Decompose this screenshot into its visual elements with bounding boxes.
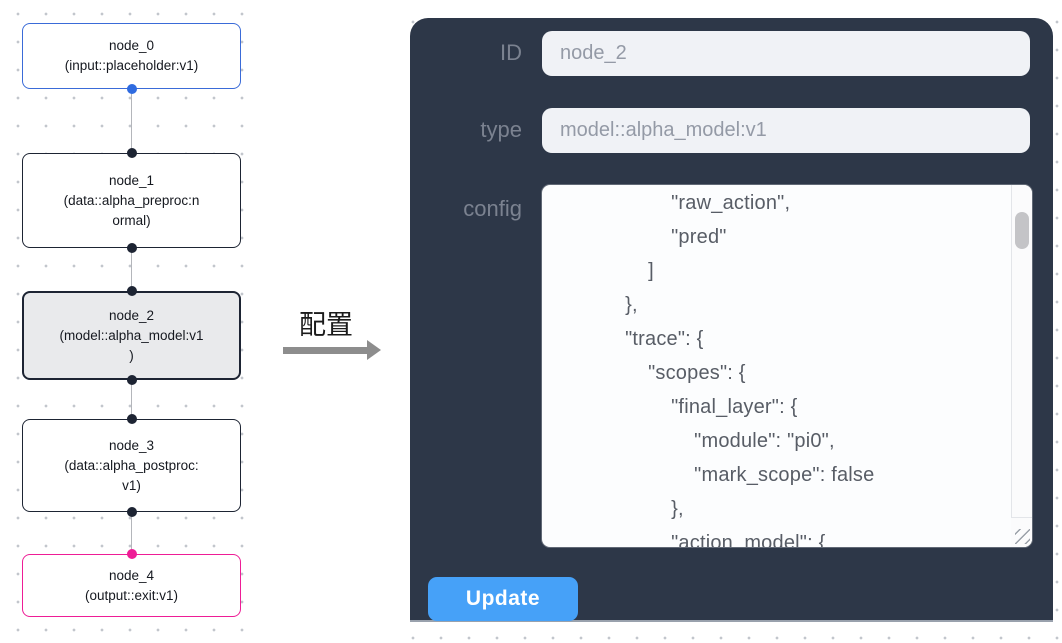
type-input[interactable]: [542, 108, 1030, 153]
handle-node2-out[interactable]: [127, 375, 137, 385]
node-type-line: v1): [122, 477, 141, 493]
handle-node0-out[interactable]: [127, 84, 137, 94]
node-type-line: (data::alpha_postproc:: [64, 457, 199, 473]
update-button[interactable]: Update: [428, 577, 578, 621]
node-type-line: ormal): [112, 212, 151, 228]
edge-node3-node4: [130, 512, 132, 554]
handle-node3-in[interactable]: [127, 414, 137, 424]
edge-node2-node3: [130, 380, 132, 419]
config-field-label: config: [463, 196, 522, 221]
config-json-text[interactable]: "raw_action", "pred" ] }, "trace": { "sc…: [625, 192, 875, 547]
id-input[interactable]: [542, 31, 1030, 76]
resize-grip-icon[interactable]: [1015, 529, 1030, 544]
node-node_2[interactable]: node_2 (model::alpha_model:v1 ): [22, 291, 241, 380]
node-node_0[interactable]: node_0 (input::placeholder:v1): [22, 23, 241, 89]
handle-node1-out[interactable]: [127, 243, 137, 253]
arrow-head: [367, 340, 381, 360]
node-title: node_2: [108, 307, 155, 323]
node-type-line: (output::exit:v1): [84, 587, 179, 603]
node-title: node_3: [108, 437, 155, 453]
config-textarea[interactable]: "raw_action", "pred" ] }, "trace": { "sc…: [542, 185, 1032, 547]
type-field-label: type: [480, 117, 522, 142]
handle-node1-in[interactable]: [127, 148, 137, 158]
edge-node1-node2: [130, 248, 132, 291]
node-node_1[interactable]: node_1 (data::alpha_preproc:n ormal): [22, 153, 241, 248]
node-type-line: (input::placeholder:v1): [64, 58, 199, 73]
node-title: node_4: [108, 567, 155, 583]
edge-node0-node1: [130, 89, 132, 153]
node-config-panel: ID type config "raw_action", "pred" ] },…: [410, 18, 1053, 622]
node-node_3[interactable]: node_3 (data::alpha_postproc: v1): [22, 419, 241, 512]
node-type-line: (model::alpha_model:v1: [59, 327, 204, 343]
node-title: node_1: [108, 172, 155, 188]
handle-node2-in[interactable]: [127, 286, 137, 296]
node-title: node_0: [108, 38, 155, 53]
id-field-label: ID: [500, 40, 522, 65]
flow-canvas[interactable]: node_0 (input::placeholder:v1) node_1 (d…: [0, 0, 266, 643]
node-node_4[interactable]: node_4 (output::exit:v1): [22, 554, 241, 617]
config-scrollbar-thumb[interactable]: [1014, 212, 1029, 249]
node-type-line: ): [129, 347, 134, 363]
arrow-shaft: [283, 347, 369, 354]
node-type-line: (data::alpha_preproc:n: [63, 192, 200, 208]
config-scrollbar-track[interactable]: [1011, 185, 1032, 547]
config-annotation-label: 配置: [299, 310, 353, 340]
handle-node3-out[interactable]: [127, 507, 137, 517]
handle-node4-in[interactable]: [127, 549, 137, 559]
